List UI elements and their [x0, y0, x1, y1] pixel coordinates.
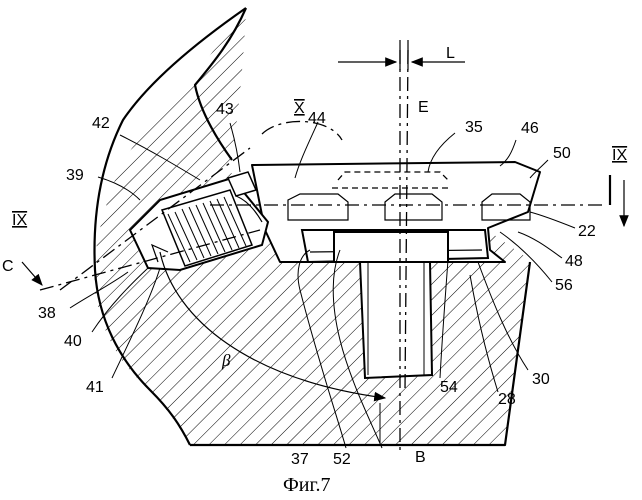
label-30: 30 — [532, 371, 550, 388]
label-46: 46 — [521, 120, 539, 137]
axis-label-c: C — [2, 258, 14, 275]
label-44: 44 — [308, 110, 326, 127]
label-40: 40 — [64, 333, 82, 350]
label-37: 37 — [291, 451, 309, 468]
section-label-left: IX — [12, 212, 27, 229]
section-label-right: IX — [612, 147, 627, 164]
section-marker-right — [610, 175, 624, 226]
section-marker-left — [22, 262, 42, 285]
label-41: 41 — [86, 379, 104, 396]
label-38: 38 — [38, 305, 56, 322]
label-39: 39 — [66, 167, 84, 184]
label-52: 52 — [333, 451, 351, 468]
section-label-top: X — [294, 100, 305, 117]
label-43: 43 — [216, 101, 234, 118]
label-56: 56 — [555, 277, 573, 294]
label-28: 28 — [498, 391, 516, 408]
axis-label-e: E — [418, 99, 429, 116]
label-54: 54 — [440, 379, 458, 396]
angle-label-beta: β — [221, 351, 231, 370]
label-42: 42 — [92, 115, 110, 132]
label-50: 50 — [553, 145, 571, 162]
dimension-label-l: L — [446, 45, 455, 62]
label-48: 48 — [565, 253, 583, 270]
label-35: 35 — [465, 119, 483, 136]
figure-caption: Фиг.7 — [283, 474, 330, 496]
axis-label-b: B — [415, 449, 426, 466]
label-22: 22 — [578, 223, 596, 240]
